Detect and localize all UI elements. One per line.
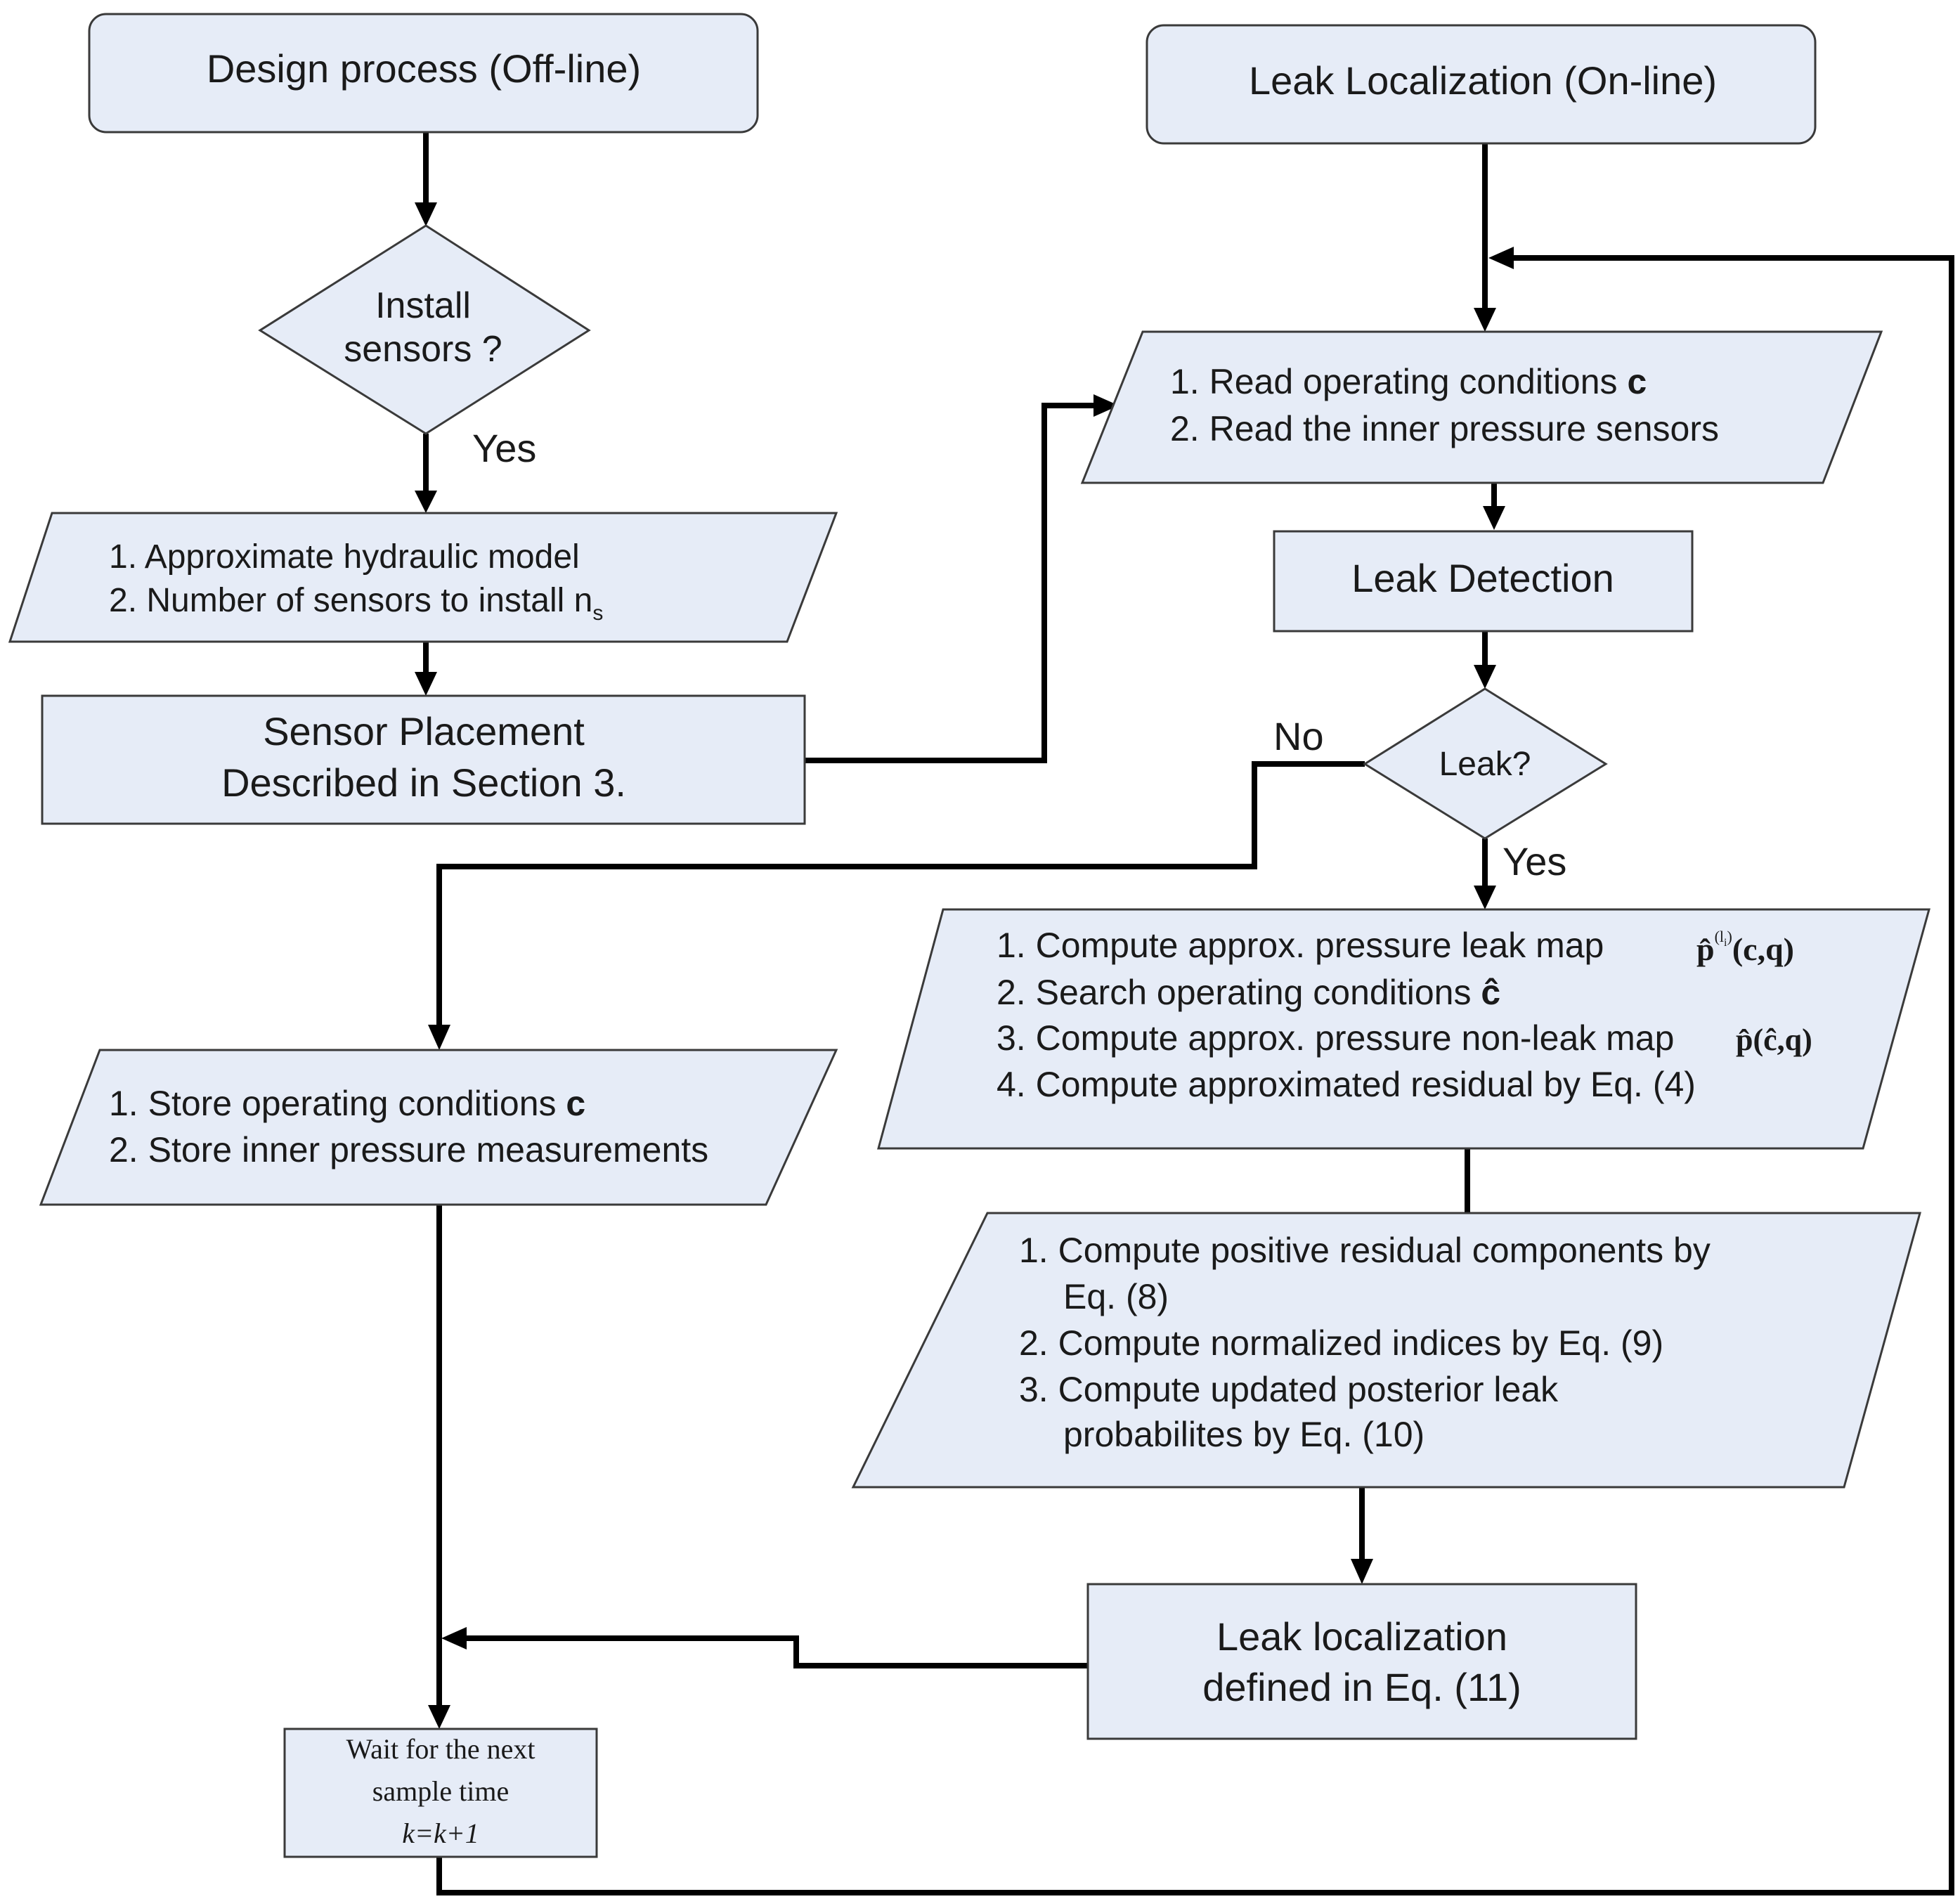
install-sensors-line1: Install — [375, 285, 471, 326]
compute-probabilities-item1: 1. Compute positive residual components … — [1019, 1231, 1711, 1270]
leak-localization-online-label: Leak Localization (On-line) — [1249, 58, 1717, 103]
arrowhead-icon — [441, 1627, 467, 1650]
compute-maps-item1: 1. Compute approx. pressure leak map — [997, 926, 1604, 965]
connector-placement-to-read — [805, 403, 1096, 763]
compute-maps-node: 1. Compute approx. pressure leak map p̂(… — [877, 908, 1930, 1150]
connector-loop-back — [436, 255, 1954, 1895]
install-yes-label: Yes — [472, 426, 536, 470]
sensor-placement-line2: Described in Section 3. — [221, 760, 626, 805]
connector-decision-to-store — [436, 761, 1365, 1026]
read-inputs-item1-row: 1. Read operating conditions c — [1170, 362, 1647, 401]
leak-decision-label: Leak? — [1439, 746, 1531, 783]
leak-localization-eq-node: Leak localization defined in Eq. (11) — [1086, 1583, 1637, 1740]
model-inputs-item1: 1. Approximate hydraulic model — [109, 538, 580, 576]
model-inputs-item2-sub: s — [592, 602, 603, 625]
leak-yes-label: Yes — [1503, 839, 1566, 883]
model-inputs-node: 1. Approximate hydraulic model 2. Number… — [8, 512, 838, 643]
leak-localization-eq-line1: Leak localization — [1216, 1614, 1507, 1659]
compute-maps-item4: 4. Compute approximated residual by Eq. … — [997, 1065, 1696, 1104]
leak-detection-label: Leak Detection — [1351, 556, 1614, 600]
arrowhead-icon — [1483, 506, 1505, 530]
install-sensors-decision: Install sensors ? — [258, 224, 591, 435]
read-inputs-node: 1. Read operating conditions c 2. Read t… — [1080, 330, 1883, 484]
arrowhead-icon — [428, 1025, 450, 1050]
model-inputs-item2-row: 2. Number of sensors to install ns — [109, 582, 603, 625]
read-inputs-item1-bold: c — [1627, 362, 1647, 401]
arrowhead-icon — [428, 1705, 450, 1729]
wait-next-sample-node: Wait for the next sample time k=k+1 — [283, 1728, 598, 1858]
leak-localization-online-node: Leak Localization (On-line) — [1146, 24, 1817, 145]
wait-next-sample-line1: Wait for the next — [346, 1733, 536, 1765]
compute-maps-item2-row: 2. Search operating conditions ĉ — [997, 973, 1500, 1012]
compute-probabilities-node: 1. Compute positive residual components … — [851, 1212, 1921, 1489]
sensor-placement-line1: Sensor Placement — [263, 709, 585, 753]
arrowhead-icon — [415, 491, 437, 513]
compute-maps-item2: 2. Search operating conditions — [997, 973, 1481, 1012]
design-process-label: Design process (Off-line) — [207, 46, 641, 91]
compute-probabilities-item1-cont: Eq. (8) — [1063, 1277, 1169, 1316]
leak-decision: Leak? — [1363, 687, 1608, 840]
read-inputs-item2: 2. Read the inner pressure sensors — [1170, 409, 1719, 448]
model-inputs-item2: 2. Number of sensors to install n — [109, 582, 592, 619]
leak-detection-node: Leak Detection — [1273, 530, 1694, 633]
leak-map-args: (c,q) — [1732, 931, 1794, 967]
store-measurements-node: 1. Store operating conditions c 2. Store… — [39, 1049, 838, 1206]
compute-probabilities-item3-cont: probabilites by Eq. (10) — [1063, 1415, 1424, 1454]
leak-localization-eq-line2: defined in Eq. (11) — [1202, 1665, 1521, 1709]
compute-maps-item3: 3. Compute approx. pressure non-leak map — [997, 1018, 1674, 1058]
leak-map-superscript-close: ) — [1727, 928, 1732, 945]
wait-next-sample-line3: k=k+1 — [402, 1817, 479, 1849]
leak-map-superscript-sub: i — [1724, 937, 1727, 949]
sensor-placement-node: Sensor Placement Described in Section 3. — [41, 694, 806, 825]
connector-localization-to-wait — [464, 1635, 1088, 1668]
read-inputs-item1: 1. Read operating conditions — [1170, 362, 1627, 401]
wait-next-sample-line2: sample time — [372, 1775, 509, 1807]
leak-no-label: No — [1273, 714, 1324, 758]
arrowhead-icon — [415, 202, 437, 226]
connectors — [415, 132, 1954, 1895]
store-measurements-item1-row: 1. Store operating conditions c — [109, 1084, 585, 1123]
compute-probabilities-item3: 3. Compute updated posterior leak — [1019, 1370, 1559, 1409]
compute-maps-item1-row: 1. Compute approx. pressure leak map — [997, 926, 1604, 965]
leak-map-superscript: (l — [1715, 928, 1724, 945]
arrowhead-icon — [1351, 1559, 1373, 1584]
arrowhead-icon — [1488, 247, 1514, 269]
store-measurements-item2: 2. Store inner pressure measurements — [109, 1130, 708, 1169]
arrowhead-icon — [1474, 665, 1496, 689]
store-measurements-item1-bold: c — [566, 1084, 585, 1123]
arrowhead-icon — [415, 672, 437, 696]
install-sensors-line2: sensors ? — [344, 329, 502, 370]
compute-maps-item2-bold: ĉ — [1481, 973, 1500, 1012]
design-process-node: Design process (Off-line) — [88, 13, 759, 134]
compute-probabilities-item2: 2. Compute normalized indices by Eq. (9) — [1019, 1323, 1663, 1363]
compute-maps-item1-formula: p̂(li)(c,q) — [1696, 928, 1794, 967]
arrowhead-icon — [1474, 308, 1496, 332]
store-measurements-item1: 1. Store operating conditions — [109, 1084, 566, 1123]
leak-map-symbol: p̂ — [1696, 931, 1715, 967]
compute-maps-item3-formula: p̂(ĉ,q) — [1736, 1023, 1812, 1057]
arrowhead-icon — [1093, 394, 1119, 417]
arrowhead-icon — [1474, 886, 1496, 909]
